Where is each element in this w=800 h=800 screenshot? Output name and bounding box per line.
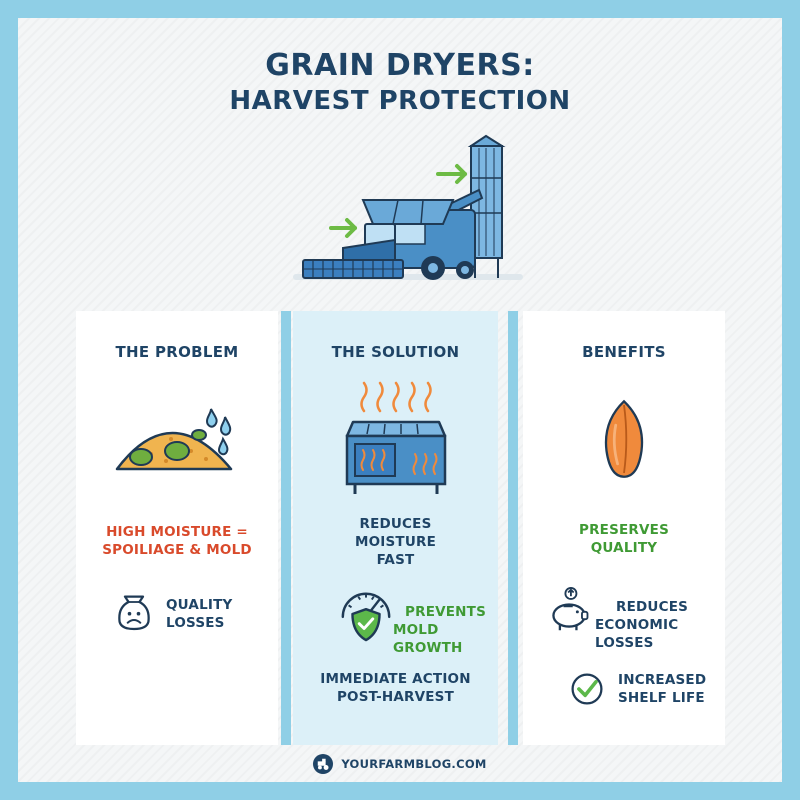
tractor-logo-icon xyxy=(313,754,334,774)
panel-divider-left xyxy=(281,311,291,745)
infographic-frame: GRAIN DRYERS: HARVEST PROTECTION xyxy=(18,18,782,782)
sad-grain-sack-icon xyxy=(118,595,150,631)
solution-heading: THE SOLUTION xyxy=(331,343,460,361)
solution-item-1: PREVENTS xyxy=(405,604,487,620)
problem-item-2: LOSSES xyxy=(166,615,225,631)
problem-heading: THE PROBLEM xyxy=(115,343,239,361)
benefits-heading: BENEFITS xyxy=(582,343,666,361)
solution-panel: THE SOLUTION xyxy=(293,311,498,745)
benefits-item-1b: ECONOMIC LOSSES xyxy=(595,617,679,651)
benefits-panel: BENEFITS PRESERVES QUALITY REDUCES ECONO… xyxy=(523,311,725,745)
water-drop-icon xyxy=(205,408,232,456)
solution-headline-1: REDUCES xyxy=(359,516,432,532)
problem-headline-2: SPOILIAGE & MOLD xyxy=(102,542,252,558)
combine-harvester-icon xyxy=(293,134,523,280)
benefits-item-2b: SHELF LIFE xyxy=(618,690,705,706)
title-line-2: HARVEST PROTECTION xyxy=(229,86,571,116)
grain-kernel-icon xyxy=(604,399,644,478)
benefits-item-1a: REDUCES xyxy=(616,599,689,615)
problem-headline-1: HIGH MOISTURE = xyxy=(106,524,248,540)
moldy-grain-pile-icon xyxy=(115,408,233,471)
check-circle-icon xyxy=(571,673,603,705)
footer-site-link[interactable]: YOURFARMBLOG.COM xyxy=(341,757,487,771)
solution-headline-3: FAST xyxy=(376,552,415,568)
problem-panel: THE PROBLEM HIGH MOISTURE = SPOILIAGE & … xyxy=(76,311,278,745)
title-line-1: GRAIN DRYERS: xyxy=(265,48,535,83)
piggy-bank-icon xyxy=(552,587,589,631)
benefits-item-2a: INCREASED xyxy=(618,672,707,688)
benefits-headline-2: QUALITY xyxy=(590,540,658,556)
benefits-headline-1: PRESERVES xyxy=(578,522,670,538)
solution-action-1: IMMEDIATE ACTION xyxy=(320,671,471,687)
gauge-icon xyxy=(341,592,391,642)
grain-dryer-icon xyxy=(345,420,447,494)
panel-divider-right xyxy=(508,311,518,745)
arrow-right-icon xyxy=(329,164,467,238)
problem-item-1: QUALITY xyxy=(166,597,233,613)
solution-headline-2: MOISTURE xyxy=(354,534,437,550)
solution-item-2: MOLD GROWTH xyxy=(393,622,463,656)
solution-action-2: POST-HARVEST xyxy=(336,689,455,705)
heat-waves-icon xyxy=(360,381,432,413)
shield-check-icon xyxy=(351,607,381,642)
footer: YOURFARMBLOG.COM xyxy=(18,746,782,782)
